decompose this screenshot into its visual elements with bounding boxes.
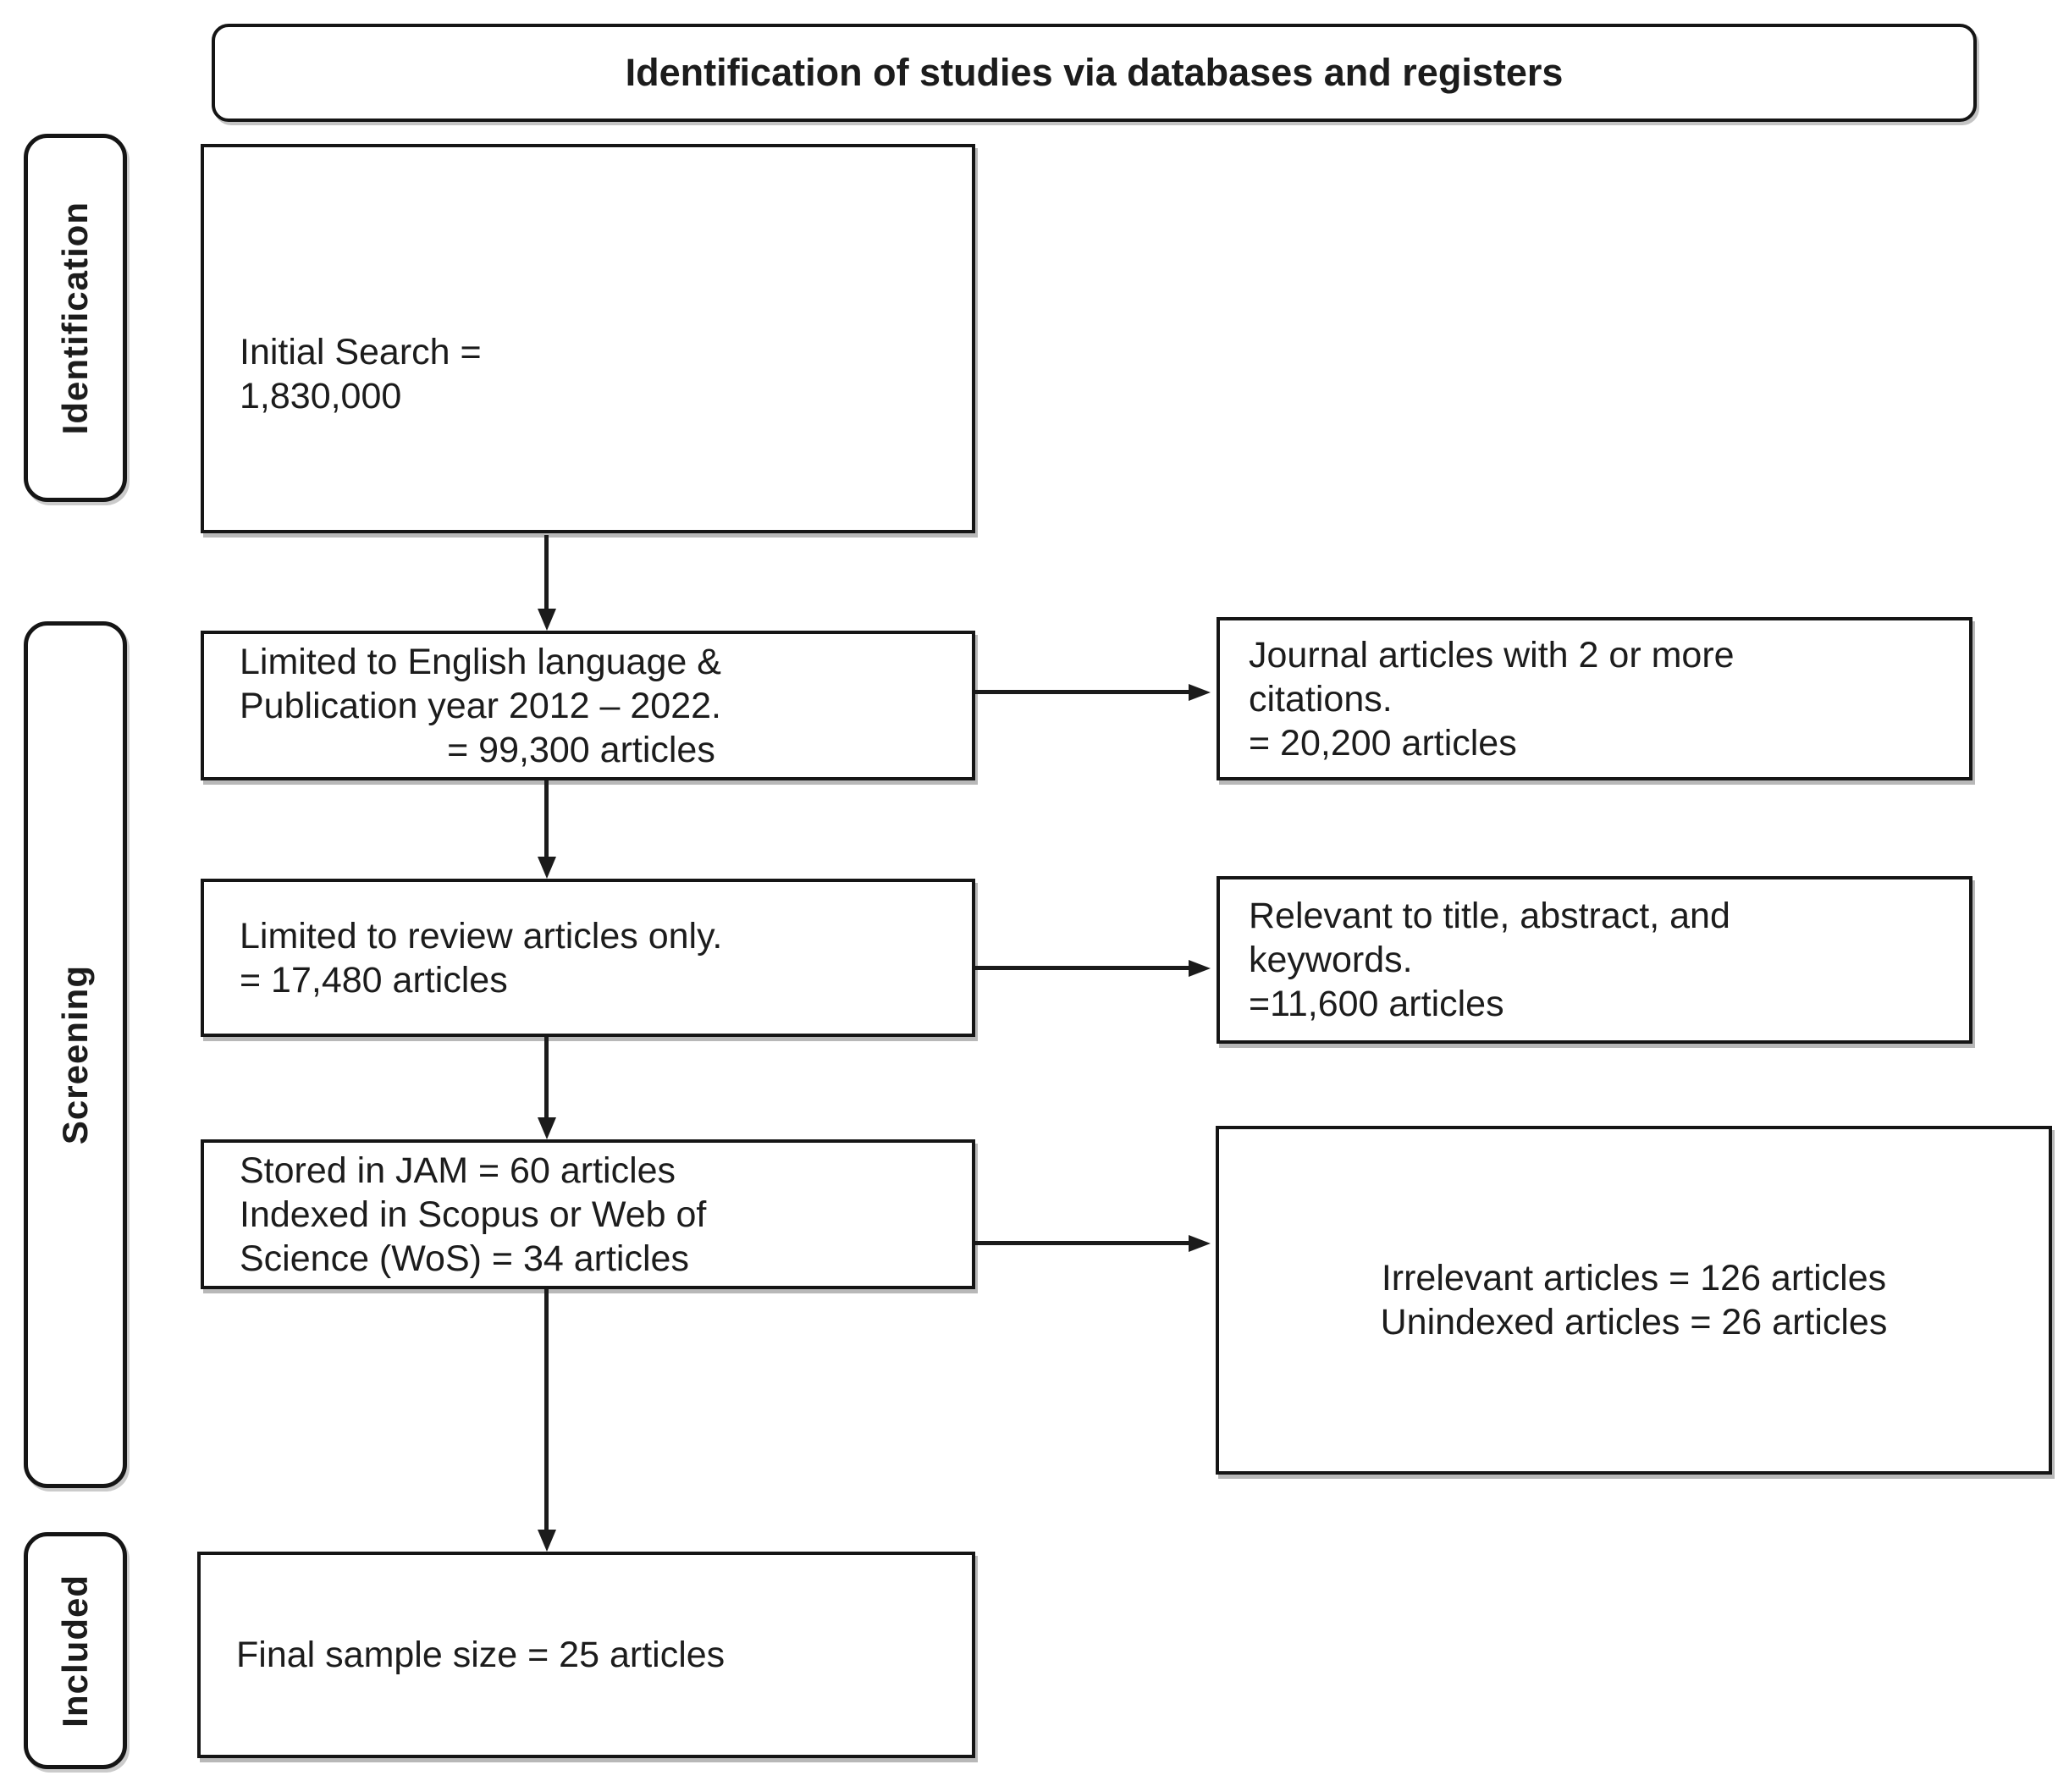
arrow-english-to-review (544, 780, 549, 857)
arrow-stored-to-final (544, 1289, 549, 1530)
diagram-title: Identification of studies via databases … (625, 51, 1564, 94)
box-relevant-keywords: Relevant to title, abstract, and keyword… (1217, 876, 1972, 1044)
box-review-limit-line2: = 17,480 articles (240, 959, 508, 1001)
box-stored-indexed-line2: Indexed in Scopus or Web of (240, 1194, 707, 1235)
box-final-sample: Final sample size = 25 articles (197, 1552, 975, 1758)
box-initial-search-line1: Initial Search = (240, 332, 482, 372)
box-stored-indexed-line3: Science (WoS) = 34 articles (240, 1238, 689, 1279)
box-review-limit: Limited to review articles only. = 17,48… (201, 879, 975, 1037)
box-english-limit-line2: Publication year 2012 – 2022. (240, 685, 721, 726)
arrow-review-to-stored (544, 1037, 549, 1117)
box-review-limit-line1: Limited to review articles only. (240, 915, 723, 957)
box-excluded: Irrelevant articles = 126 articles Unind… (1216, 1126, 2052, 1475)
diagram-title-box: Identification of studies via databases … (212, 24, 1977, 122)
stage-identification-label: Identification (55, 201, 95, 435)
box-journal-citations-line1: Journal articles with 2 or more (1249, 634, 1735, 675)
box-relevant-keywords-line3: =11,600 articles (1249, 984, 1504, 1024)
box-relevant-keywords-line2: keywords. (1249, 940, 1413, 980)
arrow-english-to-journal-citations (975, 690, 1189, 694)
arrow-stored-to-excluded (975, 1241, 1189, 1245)
stage-included-label: Included (55, 1574, 95, 1728)
box-english-limit: Limited to English language & Publicatio… (201, 631, 975, 780)
box-journal-citations-line2: citations. (1249, 678, 1393, 720)
box-relevant-keywords-line1: Relevant to title, abstract, and (1249, 896, 1730, 936)
box-journal-citations-line3: = 20,200 articles (1249, 722, 1517, 764)
stage-included: Included (24, 1532, 127, 1769)
box-english-limit-line3: = 99,300 articles (447, 729, 715, 770)
stage-screening-label: Screening (55, 964, 95, 1145)
box-initial-search: Initial Search = 1,830,000 (201, 144, 975, 533)
box-excluded-line1: Irrelevant articles = 126 articles (1381, 1258, 1887, 1299)
stage-screening: Screening (24, 621, 127, 1488)
box-final-sample-line1: Final sample size = 25 articles (236, 1635, 726, 1675)
arrow-review-to-relevant-keywords (975, 966, 1189, 970)
stage-identification: Identification (24, 134, 127, 502)
box-stored-indexed: Stored in JAM = 60 articles Indexed in S… (201, 1139, 975, 1289)
box-initial-search-line2: 1,830,000 (240, 376, 402, 416)
box-excluded-line2: Unindexed articles = 26 articles (1380, 1302, 1888, 1343)
box-stored-indexed-line1: Stored in JAM = 60 articles (240, 1150, 676, 1191)
box-journal-citations: Journal articles with 2 or more citation… (1217, 617, 1972, 780)
box-english-limit-line1: Limited to English language & (240, 641, 721, 682)
arrow-initial-to-english (544, 535, 549, 609)
